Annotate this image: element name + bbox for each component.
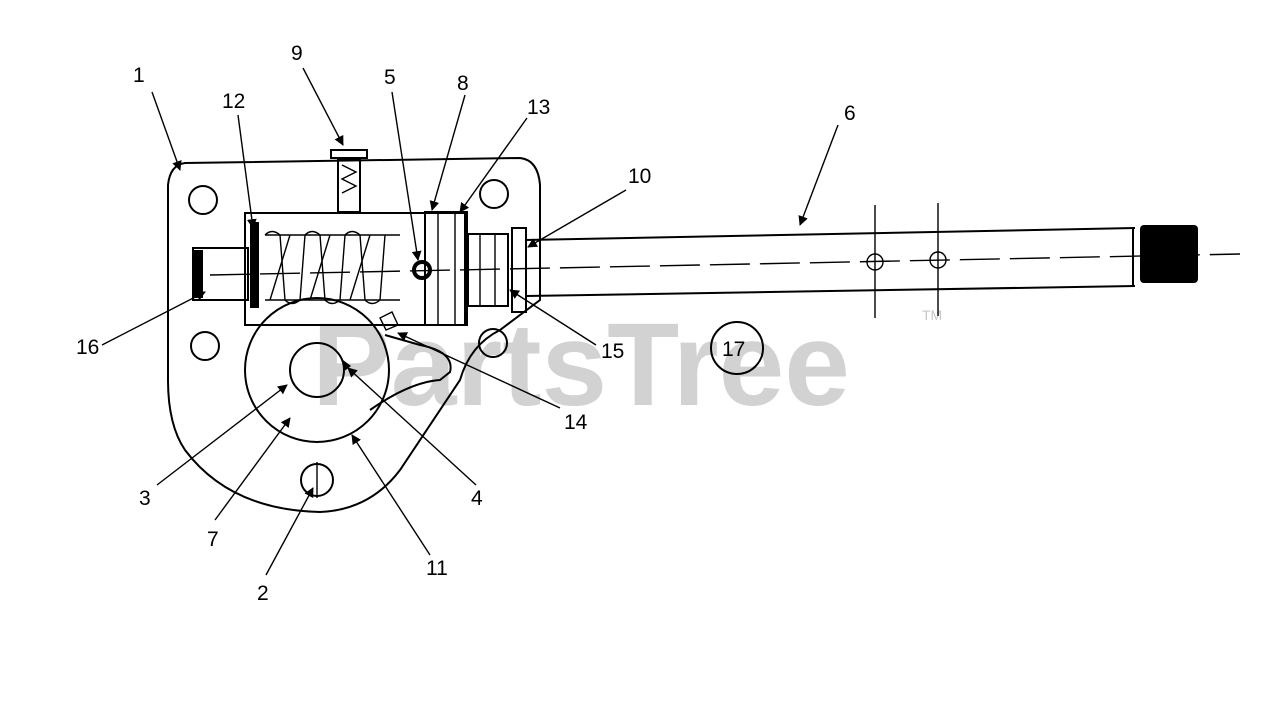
shaft-hole xyxy=(866,205,884,318)
callout-4: 4 xyxy=(471,487,483,510)
callout-2: 2 xyxy=(257,582,269,605)
callout-17: 17 xyxy=(722,338,745,361)
mounting-hole xyxy=(190,331,220,361)
shaft-hole xyxy=(929,203,947,316)
leader-lines xyxy=(101,67,839,576)
callout-15: 15 xyxy=(601,340,624,363)
callout-8: 8 xyxy=(457,72,469,95)
callout-16: 16 xyxy=(76,336,99,359)
callout-14: 14 xyxy=(564,411,588,434)
watermark-trademark: TM xyxy=(922,307,942,323)
mounting-hole xyxy=(479,179,509,209)
callout-1: 1 xyxy=(133,64,145,87)
watermark-text: PartsTree xyxy=(312,299,850,431)
callout-7: 7 xyxy=(207,528,219,551)
callout-3: 3 xyxy=(139,487,151,510)
grease-fitting xyxy=(330,149,368,213)
callout-9: 9 xyxy=(291,42,303,65)
callout-10: 10 xyxy=(628,165,651,188)
mounting-hole xyxy=(188,185,218,215)
callout-12: 12 xyxy=(222,90,245,113)
callouts: 1 2 3 4 5 6 7 8 9 10 11 12 13 14 15 16 1… xyxy=(76,42,856,605)
callout-5: 5 xyxy=(384,66,396,89)
callout-17-circle xyxy=(710,321,764,375)
steering-shaft xyxy=(209,203,1241,318)
callout-6: 6 xyxy=(844,102,856,125)
callout-13: 13 xyxy=(527,96,550,119)
mounting-hole xyxy=(478,328,508,358)
callout-11: 11 xyxy=(426,557,448,580)
